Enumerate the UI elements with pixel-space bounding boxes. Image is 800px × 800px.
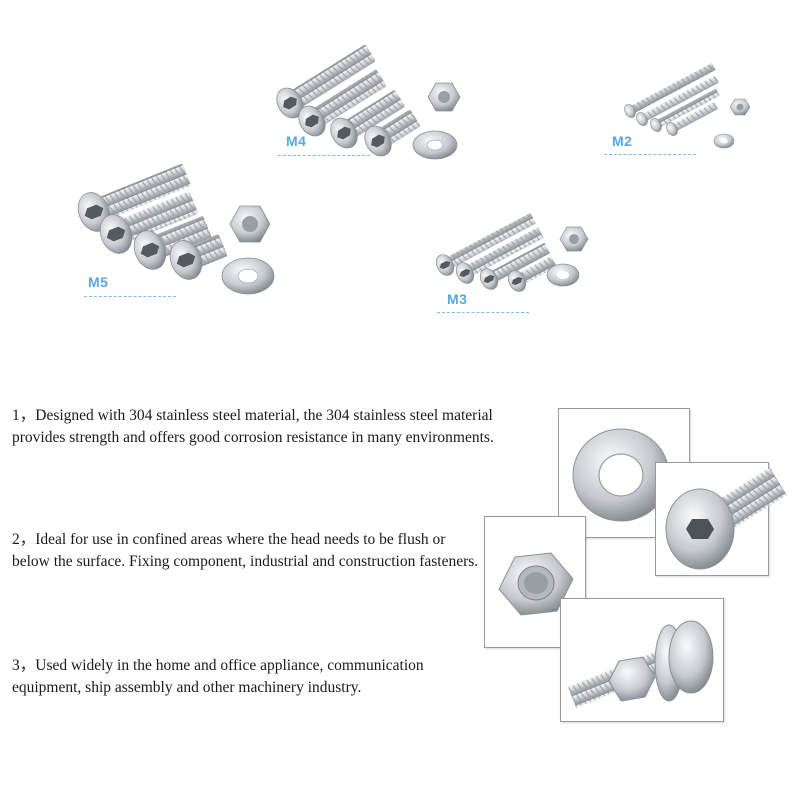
m3-screws-illustration (435, 213, 589, 292)
m3-size-label: M3 (447, 291, 468, 307)
m5-dashed-line (84, 296, 176, 297)
m4-group: M4 (260, 44, 480, 175)
m2-size-label: M2 (612, 133, 633, 149)
feature-1-number: 1， (12, 407, 36, 424)
m2-screws-illustration (624, 63, 751, 149)
m4-screws-illustration (276, 44, 461, 160)
feature-3: 3，Used widely in the home and office app… (12, 655, 492, 699)
feature-3-text: Used widely in the home and office appli… (12, 657, 424, 696)
m5-group: M5 (70, 162, 300, 312)
feature-3-number: 3， (12, 657, 36, 674)
feature-1: 1，Designed with 304 stainless steel mate… (12, 405, 512, 449)
m2-dashed-line (604, 154, 696, 155)
m3-dashed-line (437, 312, 529, 313)
m4-dashed-line (278, 155, 370, 156)
m5-size-label: M5 (88, 274, 109, 290)
screw-closeup-photo (655, 462, 787, 576)
feature-1-text: Designed with 304 stainless steel materi… (12, 407, 494, 446)
feature-2-number: 2， (12, 531, 36, 548)
m3-group: M3 (425, 205, 615, 320)
feature-2-text: Ideal for use in confined areas where th… (12, 531, 479, 570)
feature-2: 2，Ideal for use in confined areas where … (12, 529, 482, 573)
m2-group: M2 (600, 55, 780, 165)
assembled-bolt-photo (560, 598, 724, 722)
m5-screws-illustration (77, 164, 275, 295)
m4-size-label: M4 (286, 133, 307, 149)
